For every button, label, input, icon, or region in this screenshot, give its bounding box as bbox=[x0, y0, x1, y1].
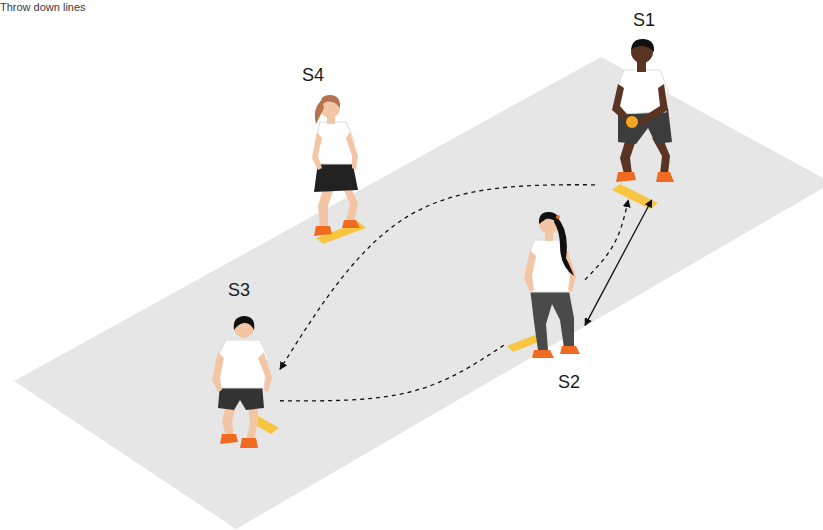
student-label: S2 bbox=[558, 372, 580, 392]
student-label: S1 bbox=[633, 10, 655, 30]
arm bbox=[638, 84, 668, 126]
shoe bbox=[220, 434, 238, 444]
student-position: S2 bbox=[505, 200, 585, 390]
shirt bbox=[216, 340, 268, 388]
student-figure bbox=[612, 39, 674, 182]
ball bbox=[626, 116, 638, 128]
student-label: S4 bbox=[302, 65, 324, 85]
hair bbox=[234, 316, 255, 330]
throw-path bbox=[585, 200, 652, 325]
movement-path bbox=[585, 200, 628, 280]
arm bbox=[212, 352, 224, 392]
shoe bbox=[314, 226, 332, 236]
shoe bbox=[532, 350, 554, 358]
movement-path bbox=[280, 344, 505, 400]
student-figure bbox=[212, 316, 272, 448]
ponytail bbox=[315, 100, 324, 124]
throw-line-marker bbox=[612, 184, 658, 209]
arm bbox=[258, 352, 272, 392]
leg bbox=[318, 186, 334, 228]
student-position: S4 bbox=[300, 65, 375, 245]
diagram-title: Throw down lines bbox=[0, 1, 86, 14]
shoe bbox=[560, 346, 580, 354]
hair bbox=[631, 39, 654, 52]
shoe bbox=[616, 172, 636, 182]
student-position: S1 bbox=[595, 10, 685, 200]
hair-tie bbox=[556, 215, 560, 219]
shoe bbox=[656, 172, 674, 182]
trousers bbox=[530, 286, 574, 350]
ponytail bbox=[554, 216, 574, 276]
arm bbox=[524, 250, 536, 292]
student-figure bbox=[312, 95, 360, 236]
arm bbox=[312, 132, 322, 170]
student-label: S3 bbox=[228, 280, 250, 300]
shoe bbox=[342, 220, 360, 228]
ground-plane bbox=[14, 57, 823, 529]
student-position: S3 bbox=[205, 280, 280, 455]
arm bbox=[346, 132, 358, 170]
movement-path bbox=[280, 185, 595, 370]
student-figure bbox=[524, 212, 580, 358]
shoe bbox=[240, 438, 258, 448]
